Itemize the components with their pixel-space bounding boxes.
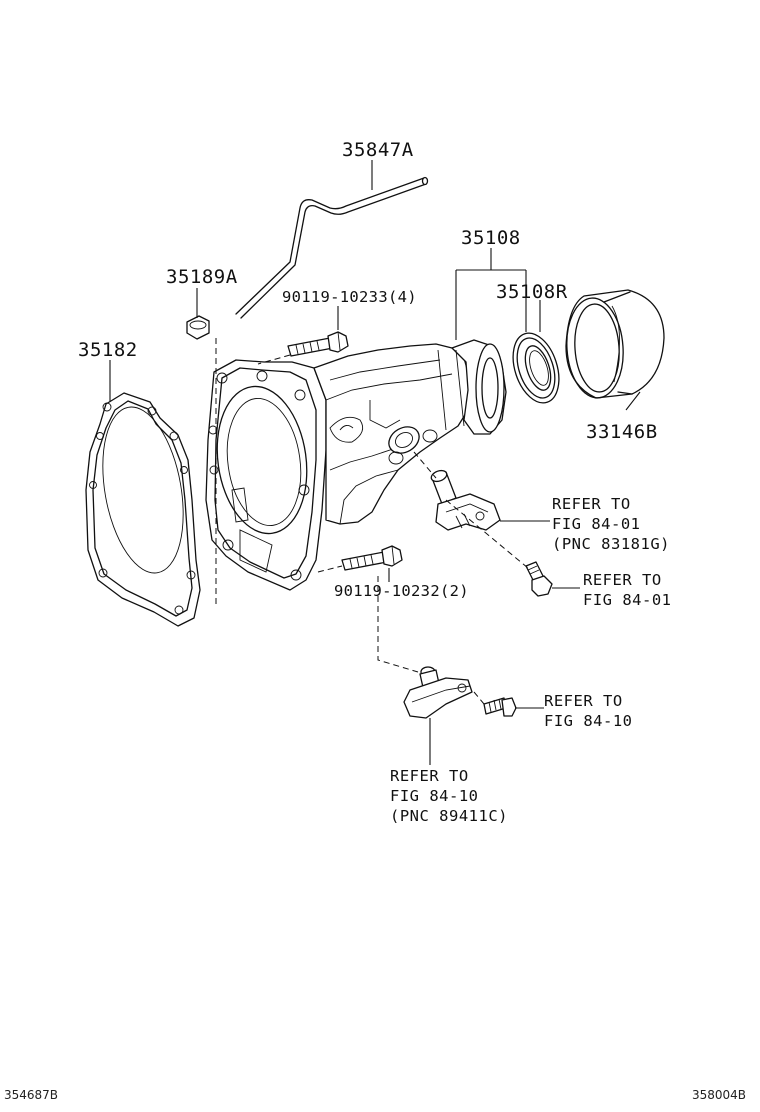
label-gasket: 35182 <box>78 339 138 361</box>
ref-line: REFER TO <box>552 495 631 513</box>
label-oil-seal: 35108R <box>496 281 568 303</box>
footer-right-code: 358004B <box>692 1088 747 1102</box>
gasket <box>85 392 201 627</box>
extension-housing <box>205 339 507 591</box>
assembly-lines <box>215 338 529 705</box>
label-bolt-lower: 90119-10232(2) <box>334 582 469 600</box>
ref-line: (PNC 83181G) <box>552 535 670 553</box>
label-plug: 35189A <box>166 266 238 288</box>
speed-sensor <box>430 469 501 531</box>
ref-line: FIG 84-10 <box>390 787 479 805</box>
ref-line: FIG 84-01 <box>583 591 672 609</box>
ref-line: REFER TO <box>583 571 662 589</box>
dust-deflector <box>565 289 665 399</box>
label-bolt-upper: 90119-10233(4) <box>282 288 417 306</box>
leader-lines <box>109 160 641 765</box>
ref-line: REFER TO <box>390 767 469 785</box>
speed-sensor-bolt <box>525 561 553 597</box>
bottom-sensor <box>403 666 473 719</box>
label-extension-housing: 35108 <box>461 227 521 249</box>
ref-line: (PNC 89411C) <box>390 807 508 825</box>
bolt-lower <box>341 545 403 571</box>
ref-line: FIG 84-01 <box>552 515 641 533</box>
ref-line: REFER TO <box>544 692 623 710</box>
ref-speed-sensor-bolt: REFER TO FIG 84-01 <box>583 570 672 610</box>
ref-speed-sensor: REFER TO FIG 84-01 (PNC 83181G) <box>552 494 670 554</box>
bottom-sensor-bolt <box>483 697 517 717</box>
footer-left-code: 354687B <box>4 1088 59 1102</box>
bolt-upper <box>287 331 349 357</box>
oil-seal <box>512 332 560 404</box>
ref-line: FIG 84-10 <box>544 712 633 730</box>
ref-bottom-sensor-bolt: REFER TO FIG 84-10 <box>544 691 633 731</box>
label-pipe: 35847A <box>342 139 414 161</box>
ref-bottom-sensor: REFER TO FIG 84-10 (PNC 89411C) <box>390 766 508 826</box>
breather-pipe <box>235 176 429 319</box>
label-dust-deflector: 33146B <box>586 421 658 443</box>
plug <box>186 315 210 340</box>
